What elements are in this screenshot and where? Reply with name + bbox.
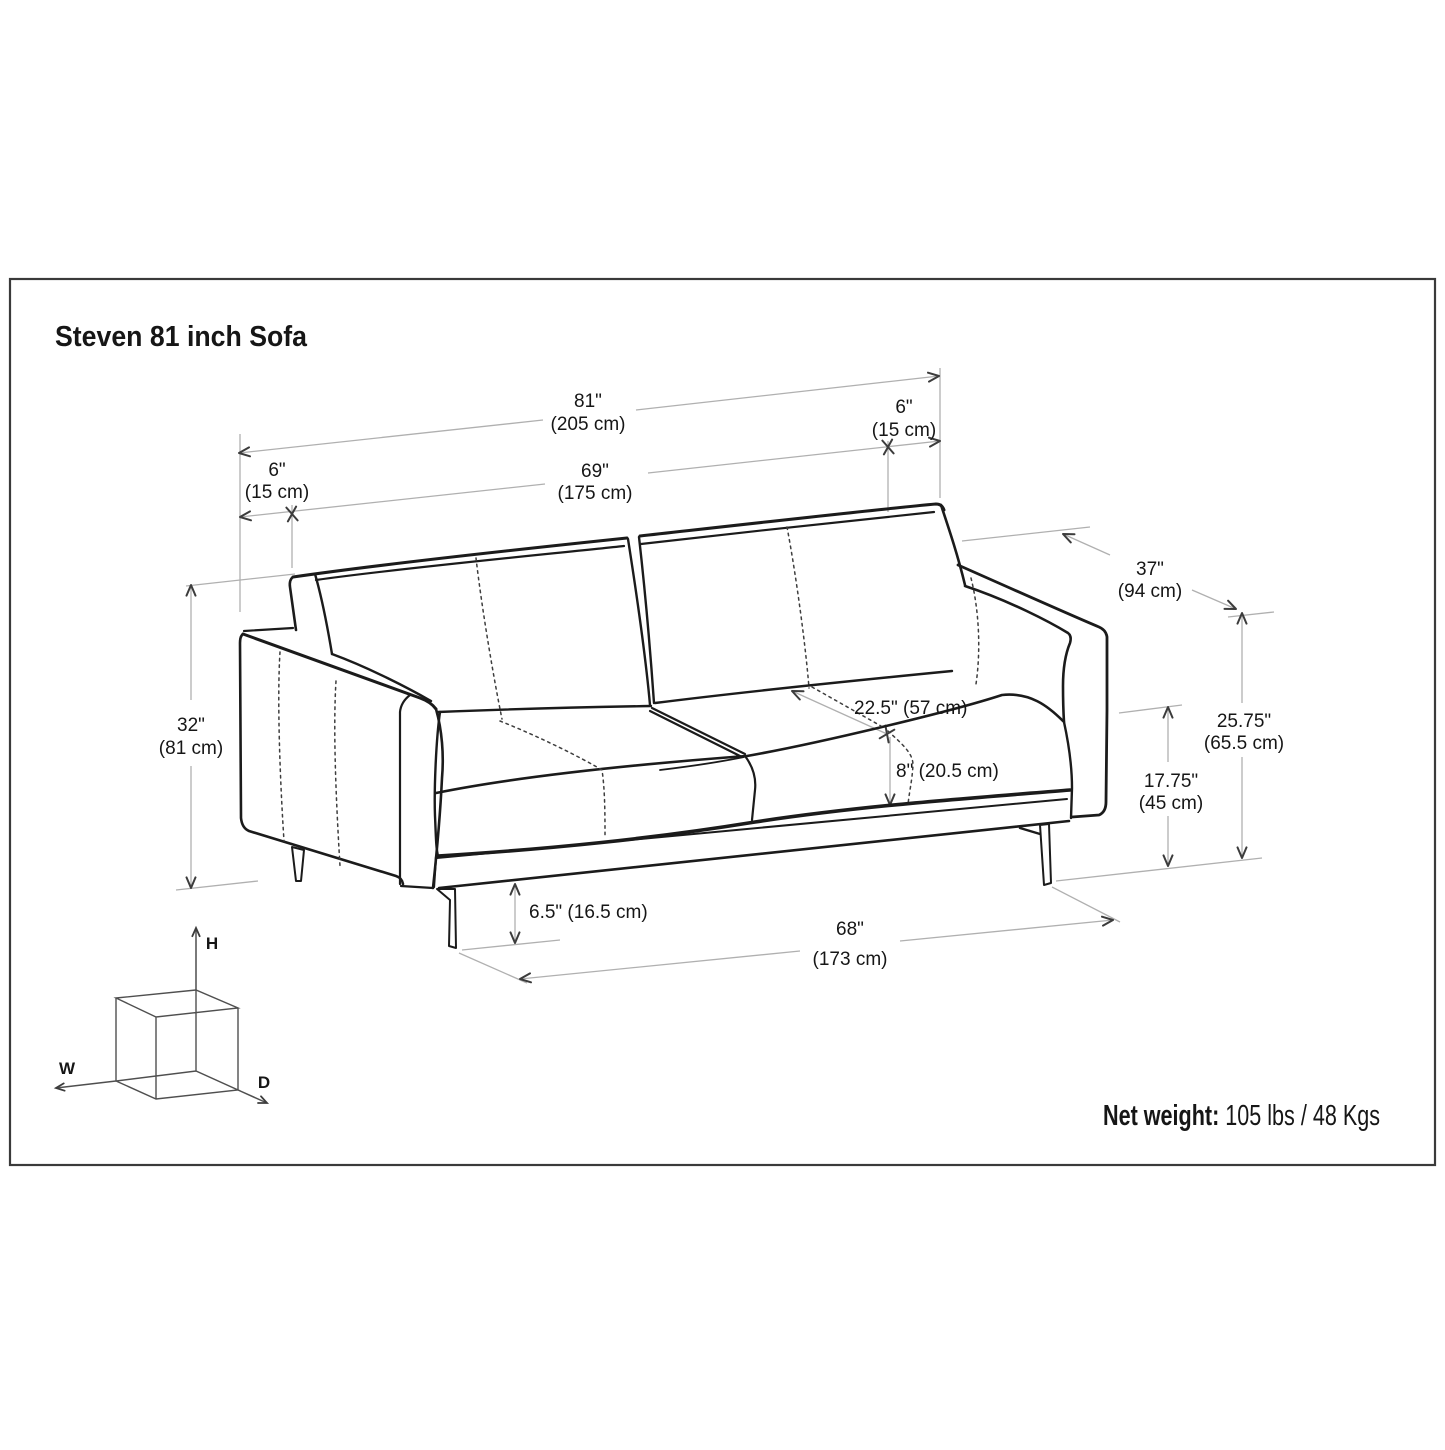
svg-text:22.5" (57 cm): 22.5" (57 cm)	[854, 698, 967, 719]
svg-text:(45 cm): (45 cm)	[1139, 793, 1203, 814]
svg-text:6": 6"	[268, 460, 285, 481]
svg-text:37": 37"	[1136, 559, 1164, 580]
svg-text:(65.5 cm): (65.5 cm)	[1204, 733, 1284, 754]
svg-text:(94 cm): (94 cm)	[1118, 581, 1182, 602]
svg-text:W: W	[59, 1059, 76, 1078]
svg-text:8" (20.5 cm): 8" (20.5 cm)	[896, 761, 999, 782]
svg-text:(15 cm): (15 cm)	[245, 482, 309, 503]
svg-text:6.5" (16.5 cm): 6.5" (16.5 cm)	[529, 902, 648, 923]
svg-text:68": 68"	[836, 919, 864, 940]
svg-text:25.75": 25.75"	[1217, 711, 1271, 732]
svg-text:(175 cm): (175 cm)	[558, 483, 633, 504]
svg-text:D: D	[258, 1073, 270, 1092]
svg-text:(81 cm): (81 cm)	[159, 738, 223, 759]
svg-text:6": 6"	[895, 397, 912, 418]
svg-text:H: H	[206, 934, 218, 953]
svg-text:Steven 81 inch Sofa: Steven 81 inch Sofa	[55, 321, 308, 353]
svg-text:(173 cm): (173 cm)	[813, 949, 888, 970]
svg-text:(15 cm): (15 cm)	[872, 420, 936, 441]
svg-text:17.75": 17.75"	[1144, 771, 1198, 792]
svg-text:Net weight: 105 lbs / 48 Kgs: Net weight: 105 lbs / 48 Kgs	[1103, 1100, 1380, 1132]
svg-text:69": 69"	[581, 461, 609, 482]
svg-text:(205 cm): (205 cm)	[551, 414, 626, 435]
svg-text:32": 32"	[177, 715, 205, 736]
svg-text:81": 81"	[574, 391, 602, 412]
